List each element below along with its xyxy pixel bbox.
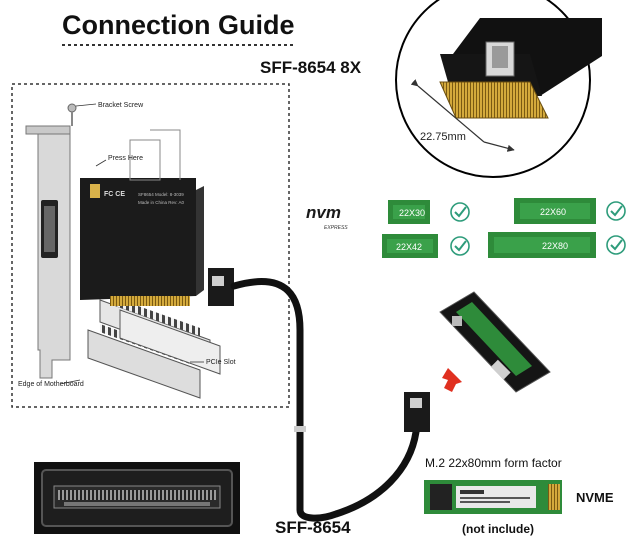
install-diagram: FC CE SF8654 Model: 8-3039 Made in China… bbox=[11, 83, 290, 408]
check-icon bbox=[606, 201, 626, 221]
size-label-22x60: 22X60 bbox=[540, 207, 566, 217]
cable-end-connector bbox=[404, 392, 430, 432]
connector-model-label: SFF-8654 8X bbox=[260, 58, 362, 77]
bracket-screw-label: Bracket Screw bbox=[98, 102, 144, 109]
m2-size-22x42: 22X42 bbox=[382, 234, 438, 258]
size-label-22x30: 22X30 bbox=[399, 208, 425, 218]
card-print-line-1: SF8654 Model: 8-3039 bbox=[138, 192, 184, 197]
m2-adapter-board bbox=[439, 291, 551, 393]
svg-text:FC CE: FC CE bbox=[104, 191, 125, 198]
check-icon bbox=[450, 202, 470, 222]
red-arrow-icon bbox=[442, 368, 462, 392]
check-icon bbox=[606, 235, 626, 255]
size-label-22x42: 22X42 bbox=[396, 242, 422, 252]
nvme-logo: nvm EXPRESS bbox=[306, 203, 348, 231]
check-icon bbox=[450, 236, 470, 256]
m2-ssd bbox=[424, 480, 562, 514]
pcie-slot-label: PCIe Slot bbox=[206, 359, 236, 366]
motherboard-label: Edge of Motherboard bbox=[18, 381, 84, 388]
card-print-line-2: Made in China Rev: A0 bbox=[138, 200, 185, 205]
m2-size-22x60: 22X60 bbox=[514, 198, 596, 224]
form-factor-label: M.2 22x80mm form factor bbox=[425, 456, 562, 470]
cable bbox=[230, 278, 420, 522]
cable-label: SFF-8654 bbox=[275, 518, 351, 537]
m2-size-22x30: 22X30 bbox=[388, 200, 430, 224]
ssd-type-label: NVME bbox=[576, 490, 614, 505]
connector-closeup: 22.75mm bbox=[395, 0, 602, 178]
press-here-label: Press Here bbox=[108, 155, 143, 162]
connector-width-label: 22.75mm bbox=[420, 131, 466, 143]
nvme-logo-text: nvm bbox=[306, 203, 341, 222]
connector-port-photo bbox=[34, 462, 240, 534]
page-title: Connection Guide bbox=[62, 10, 295, 40]
nvme-logo-subtext: EXPRESS bbox=[324, 225, 348, 231]
not-included-label: (not include) bbox=[462, 522, 534, 536]
size-label-22x80: 22X80 bbox=[542, 241, 568, 251]
m2-size-22x80: 22X80 bbox=[488, 232, 596, 258]
